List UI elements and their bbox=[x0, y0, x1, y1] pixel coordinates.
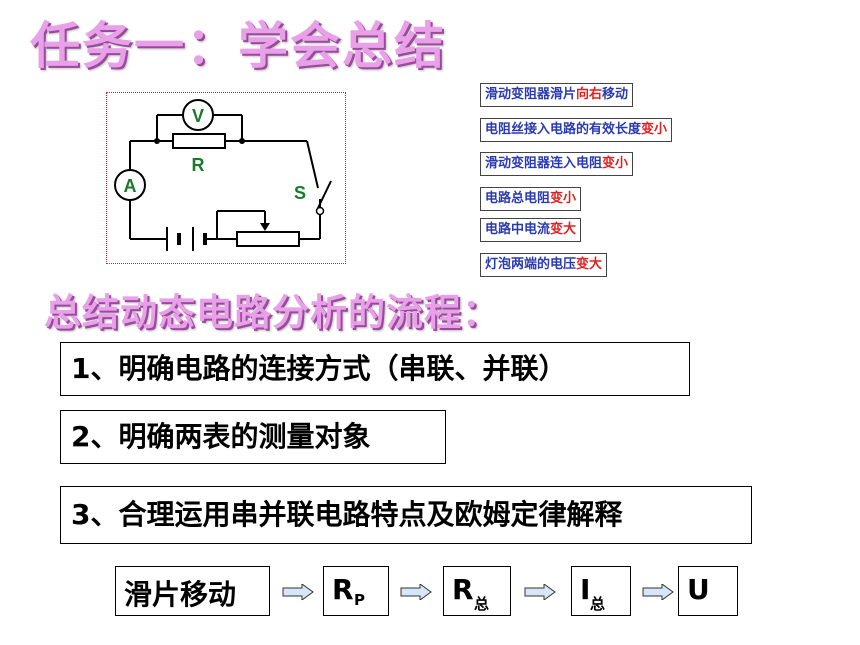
chain-step-3: 滑动变阻器连入电阻变小 bbox=[480, 152, 634, 176]
resistor-symbol bbox=[172, 133, 226, 149]
circuit-diagram: V R A S bbox=[106, 92, 346, 264]
switch-contact bbox=[315, 206, 325, 216]
circuit-svg: V R A S bbox=[114, 99, 332, 251]
chain-step-1: 滑动变阻器滑片向右移动 bbox=[480, 83, 634, 107]
battery-symbol bbox=[166, 227, 207, 251]
chain-text: 电阻丝接入电路的有效长度 bbox=[485, 122, 642, 137]
ammeter-label: A bbox=[124, 176, 137, 196]
chain-highlight: 变小 bbox=[641, 122, 668, 137]
flow-label: R bbox=[332, 573, 354, 606]
flow-slider-move: 滑片移动 bbox=[115, 566, 270, 616]
chain-highlight: 变小 bbox=[550, 191, 577, 206]
chain-text: 电路中电流 bbox=[485, 222, 551, 237]
flow-rp: R P bbox=[323, 566, 389, 616]
resistor-label: R bbox=[192, 155, 205, 175]
flow-subscript: P bbox=[354, 591, 365, 609]
chain-step-5: 电路中电流变大 bbox=[480, 218, 582, 242]
slider-arrow bbox=[260, 223, 270, 231]
chain-tail: 移动 bbox=[602, 87, 629, 102]
section-subtitle: 总结动态电路分析的流程： bbox=[44, 291, 500, 334]
flow-subscript: 总 bbox=[474, 595, 490, 613]
rheostat-symbol bbox=[236, 231, 300, 247]
chain-step-6: 灯泡两端的电压变大 bbox=[480, 253, 608, 277]
step-3: 3、合理运用串并联电路特点及欧姆定律解释 bbox=[60, 486, 752, 544]
chain-step-4: 电路总电阻变小 bbox=[480, 187, 582, 211]
chain-highlight: 变大 bbox=[550, 222, 577, 237]
chain-highlight: 变大 bbox=[576, 257, 603, 272]
flow-r-total: R 总 bbox=[443, 566, 511, 616]
chain-text: 滑动变阻器连入电阻 bbox=[485, 156, 603, 171]
flow-subscript: 总 bbox=[590, 595, 606, 613]
chain-step-2: 电阻丝接入电路的有效长度变小 bbox=[480, 118, 673, 142]
chain-text: 灯泡两端的电压 bbox=[485, 257, 577, 272]
step-2: 2、明确两表的测量对象 bbox=[60, 410, 446, 464]
switch-blade bbox=[317, 180, 332, 209]
ammeter-symbol bbox=[114, 169, 146, 201]
arrow-right-icon bbox=[400, 584, 432, 600]
chain-highlight: 向右 bbox=[576, 87, 603, 102]
flow-label: 滑片移动 bbox=[124, 578, 237, 611]
step-1: 1、明确电路的连接方式（串联、并联） bbox=[60, 342, 690, 396]
voltmeter-symbol bbox=[182, 99, 214, 131]
chain-text: 电路总电阻 bbox=[485, 191, 551, 206]
switch-label: S bbox=[294, 183, 306, 203]
slide-title: 任务一：学会总结 bbox=[30, 17, 446, 75]
flow-label: U bbox=[687, 573, 710, 606]
flow-u: U bbox=[678, 566, 738, 616]
flow-i-total: I 总 bbox=[571, 566, 631, 616]
arrow-right-icon bbox=[524, 584, 556, 600]
arrow-right-icon bbox=[642, 584, 674, 600]
flow-label: I bbox=[580, 573, 591, 606]
voltmeter-label: V bbox=[192, 106, 204, 126]
chain-text: 滑动变阻器滑片 bbox=[485, 87, 577, 102]
arrow-right-icon bbox=[282, 584, 314, 600]
flow-label: R bbox=[452, 573, 474, 606]
chain-highlight: 变小 bbox=[602, 156, 629, 171]
